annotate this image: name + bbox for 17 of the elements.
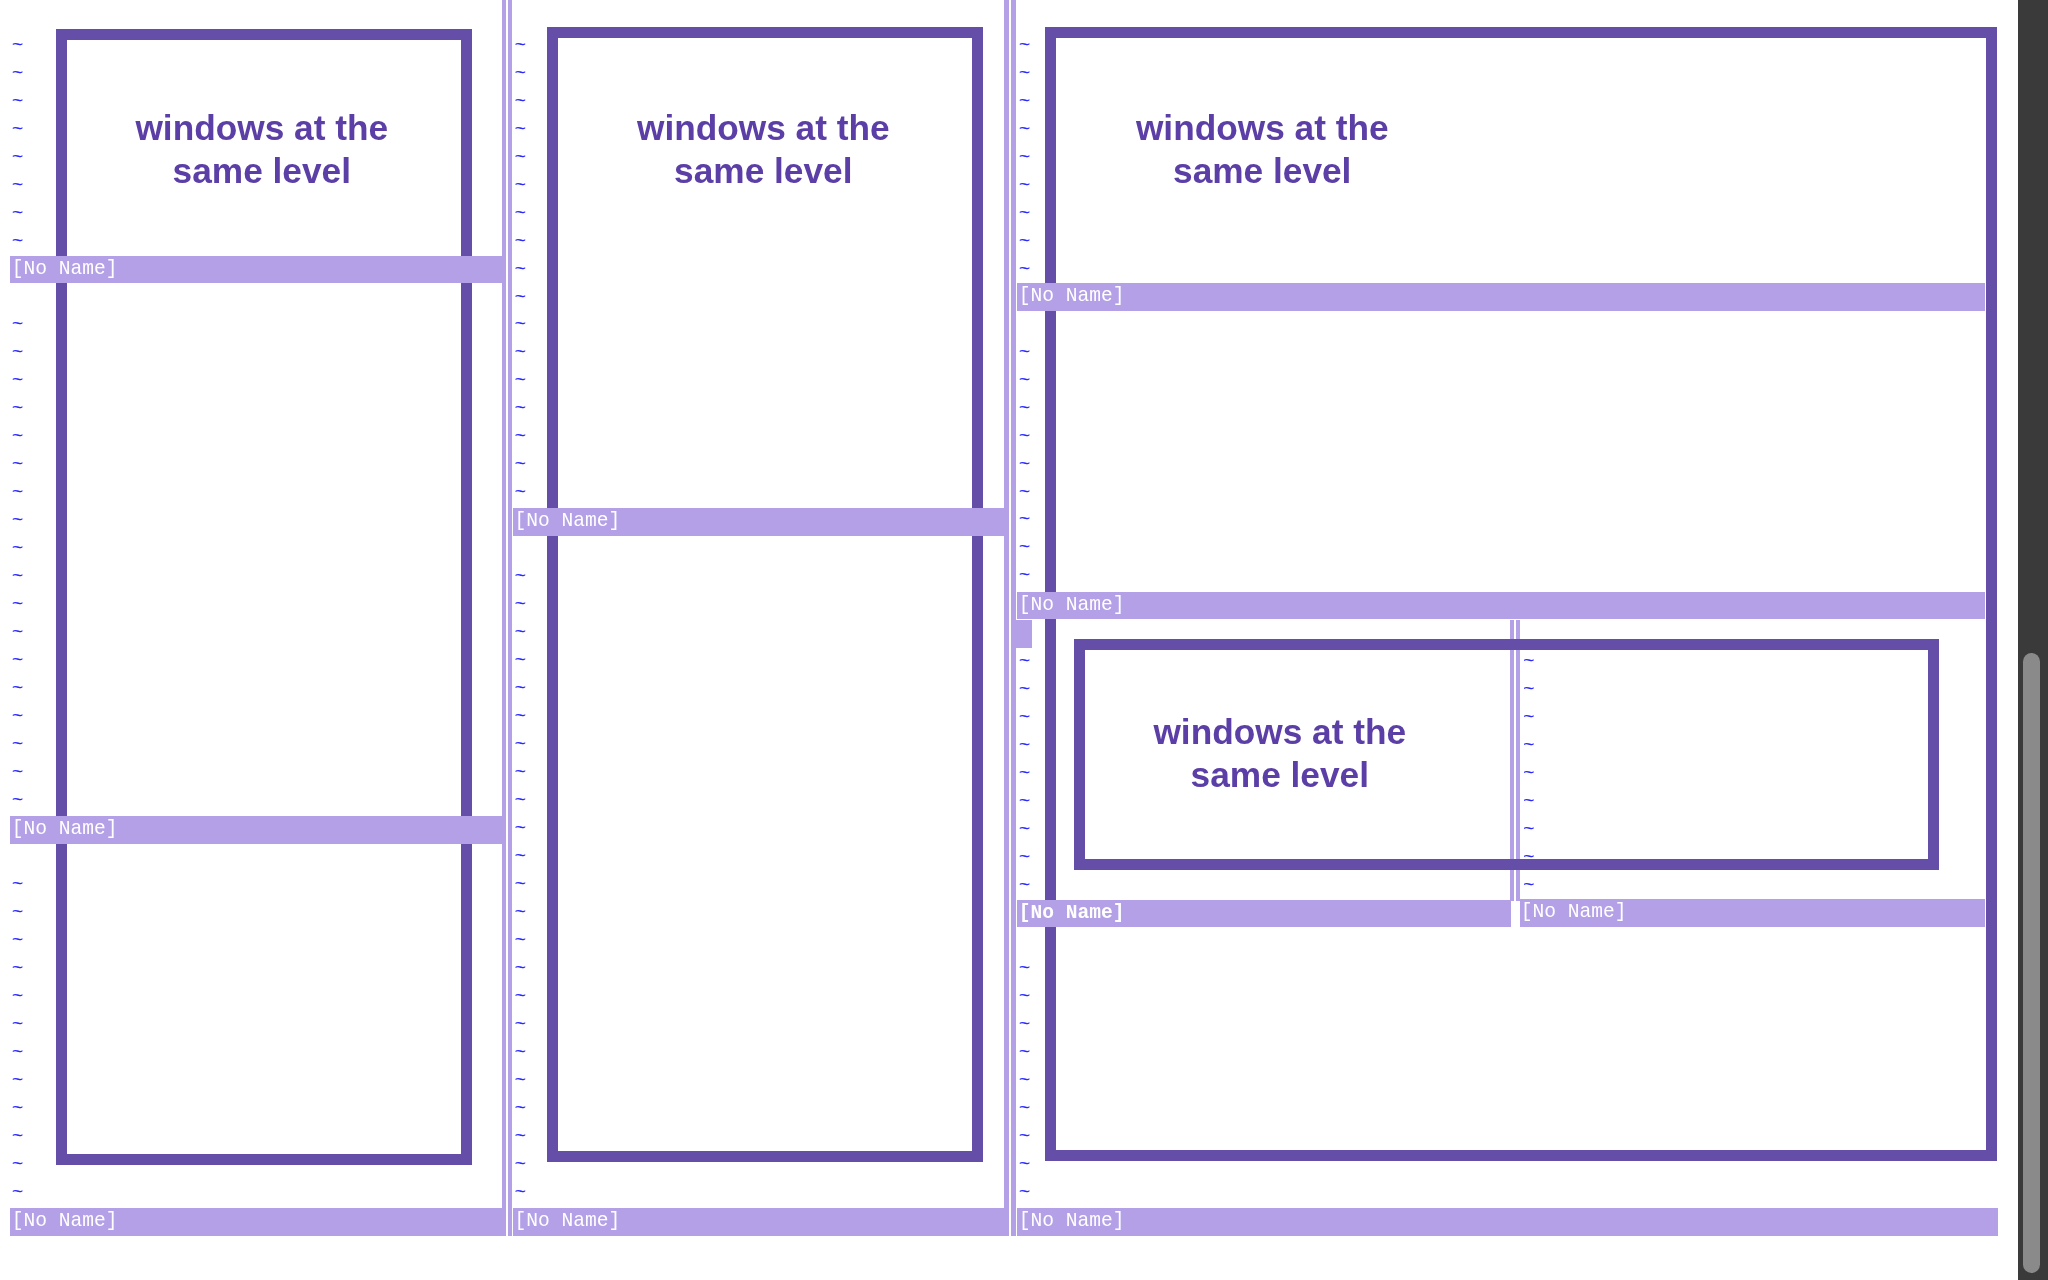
tilde-column: ~ ~ ~ ~ ~ ~ ~ ~ ~ ~ ~ ~ [11,872,24,1209]
tilde-column: ~ ~ ~ ~ ~ ~ ~ ~ ~ ~ ~ ~ ~ ~ ~ ~ ~ [514,32,527,509]
tilde-column: ~ ~ ~ ~ ~ ~ ~ ~ ~ [1018,649,1031,901]
annotation-frame [547,27,984,1163]
tilde-column: ~ ~ ~ ~ ~ ~ ~ ~ [11,32,24,257]
tilde-column: ~ ~ ~ ~ ~ ~ ~ ~ ~ [1018,32,1031,285]
annotation-text: windows at the same level [134,107,390,193]
tilde-column: ~ ~ ~ ~ ~ ~ ~ ~ ~ [1018,956,1031,1208]
tilde-column: ~ ~ ~ ~ ~ ~ ~ ~ ~ [1018,339,1031,592]
annotation-text: windows at the same level [1134,107,1390,193]
tilde-column: ~ ~ ~ ~ ~ ~ ~ ~ ~ [1522,649,1535,901]
tilde-column: ~ ~ ~ ~ ~ ~ ~ ~ ~ ~ ~ ~ ~ ~ ~ ~ ~ ~ [11,312,24,816]
annotation-text: windows at the same level [1152,711,1408,797]
annotation-frame [56,28,472,1166]
annotation-frame [1074,639,1939,871]
annotation-text: windows at the same level [635,107,891,193]
tilde-column: ~ ~ ~ ~ ~ ~ ~ ~ ~ ~ ~ ~ ~ ~ ~ ~ ~ ~ ~ ~ ~ ~ ~ [514,564,527,1208]
